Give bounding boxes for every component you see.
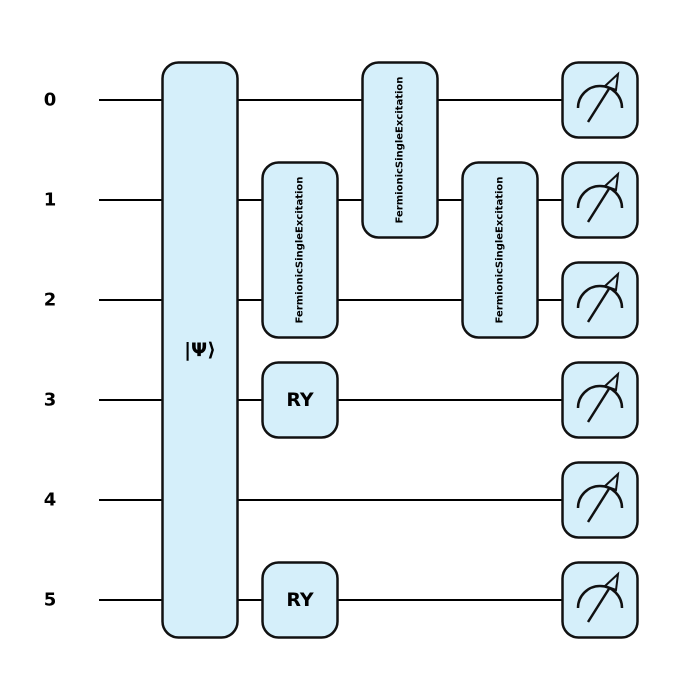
fermionic-single-excitation-gate-1-box bbox=[261, 161, 339, 339]
ry-gate-wire-5-label: RY bbox=[286, 589, 314, 611]
wire-label-1: 1 bbox=[44, 190, 57, 211]
wire-label-3: 3 bbox=[44, 390, 57, 411]
measurement-wire-1 bbox=[561, 161, 639, 239]
fermionic-single-excitation-gate-1: FermionicSingleExcitation bbox=[261, 161, 339, 339]
measurements-layer bbox=[561, 61, 639, 639]
state-prep-gate-label: |Ψ⟩ bbox=[184, 339, 216, 361]
fermionic-single-excitation-gate-3-label: FermionicSingleExcitation bbox=[495, 177, 506, 324]
fermionic-single-excitation-gate-3-box bbox=[461, 161, 539, 339]
wire-label-4: 4 bbox=[44, 490, 57, 511]
wire-label-0: 0 bbox=[44, 90, 57, 111]
measurement-box bbox=[561, 161, 639, 239]
measurement-wire-0 bbox=[561, 61, 639, 139]
ry-gate-wire-5: RY bbox=[261, 561, 339, 639]
wire-labels-layer: 0 1 2 3 4 5 bbox=[44, 90, 57, 611]
measure-meter-icon bbox=[576, 471, 624, 523]
measurement-box bbox=[561, 561, 639, 639]
measure-meter-icon bbox=[576, 371, 624, 423]
measurement-wire-3 bbox=[561, 361, 639, 439]
measurement-box bbox=[561, 361, 639, 439]
measurement-box bbox=[561, 461, 639, 539]
fermionic-single-excitation-gate-3: FermionicSingleExcitation bbox=[461, 161, 539, 339]
measure-meter-icon bbox=[576, 571, 624, 623]
measurement-wire-2 bbox=[561, 261, 639, 339]
ry-gate-wire-3: RY bbox=[261, 361, 339, 439]
measure-meter-icon bbox=[576, 271, 624, 323]
fermionic-single-excitation-gate-2-box bbox=[361, 61, 439, 239]
measure-meter-icon bbox=[576, 171, 624, 223]
measurement-wire-5 bbox=[561, 561, 639, 639]
measurement-box bbox=[561, 261, 639, 339]
fermionic-single-excitation-gate-2: FermionicSingleExcitation bbox=[361, 61, 439, 239]
wire-label-5: 5 bbox=[44, 590, 57, 611]
ry-gate-wire-3-label: RY bbox=[286, 389, 314, 411]
state-prep-gate: |Ψ⟩ bbox=[161, 61, 239, 639]
fermionic-single-excitation-gate-2-label: FermionicSingleExcitation bbox=[395, 77, 406, 224]
measurement-wire-4 bbox=[561, 461, 639, 539]
measurement-box bbox=[561, 61, 639, 139]
ry-gate-wire-5-box bbox=[261, 561, 339, 639]
ry-gate-wire-3-box bbox=[261, 361, 339, 439]
state-prep-gate-box bbox=[161, 61, 239, 639]
measure-meter-icon bbox=[576, 71, 624, 123]
wire-label-2: 2 bbox=[44, 290, 57, 311]
fermionic-single-excitation-gate-1-label: FermionicSingleExcitation bbox=[295, 177, 306, 324]
